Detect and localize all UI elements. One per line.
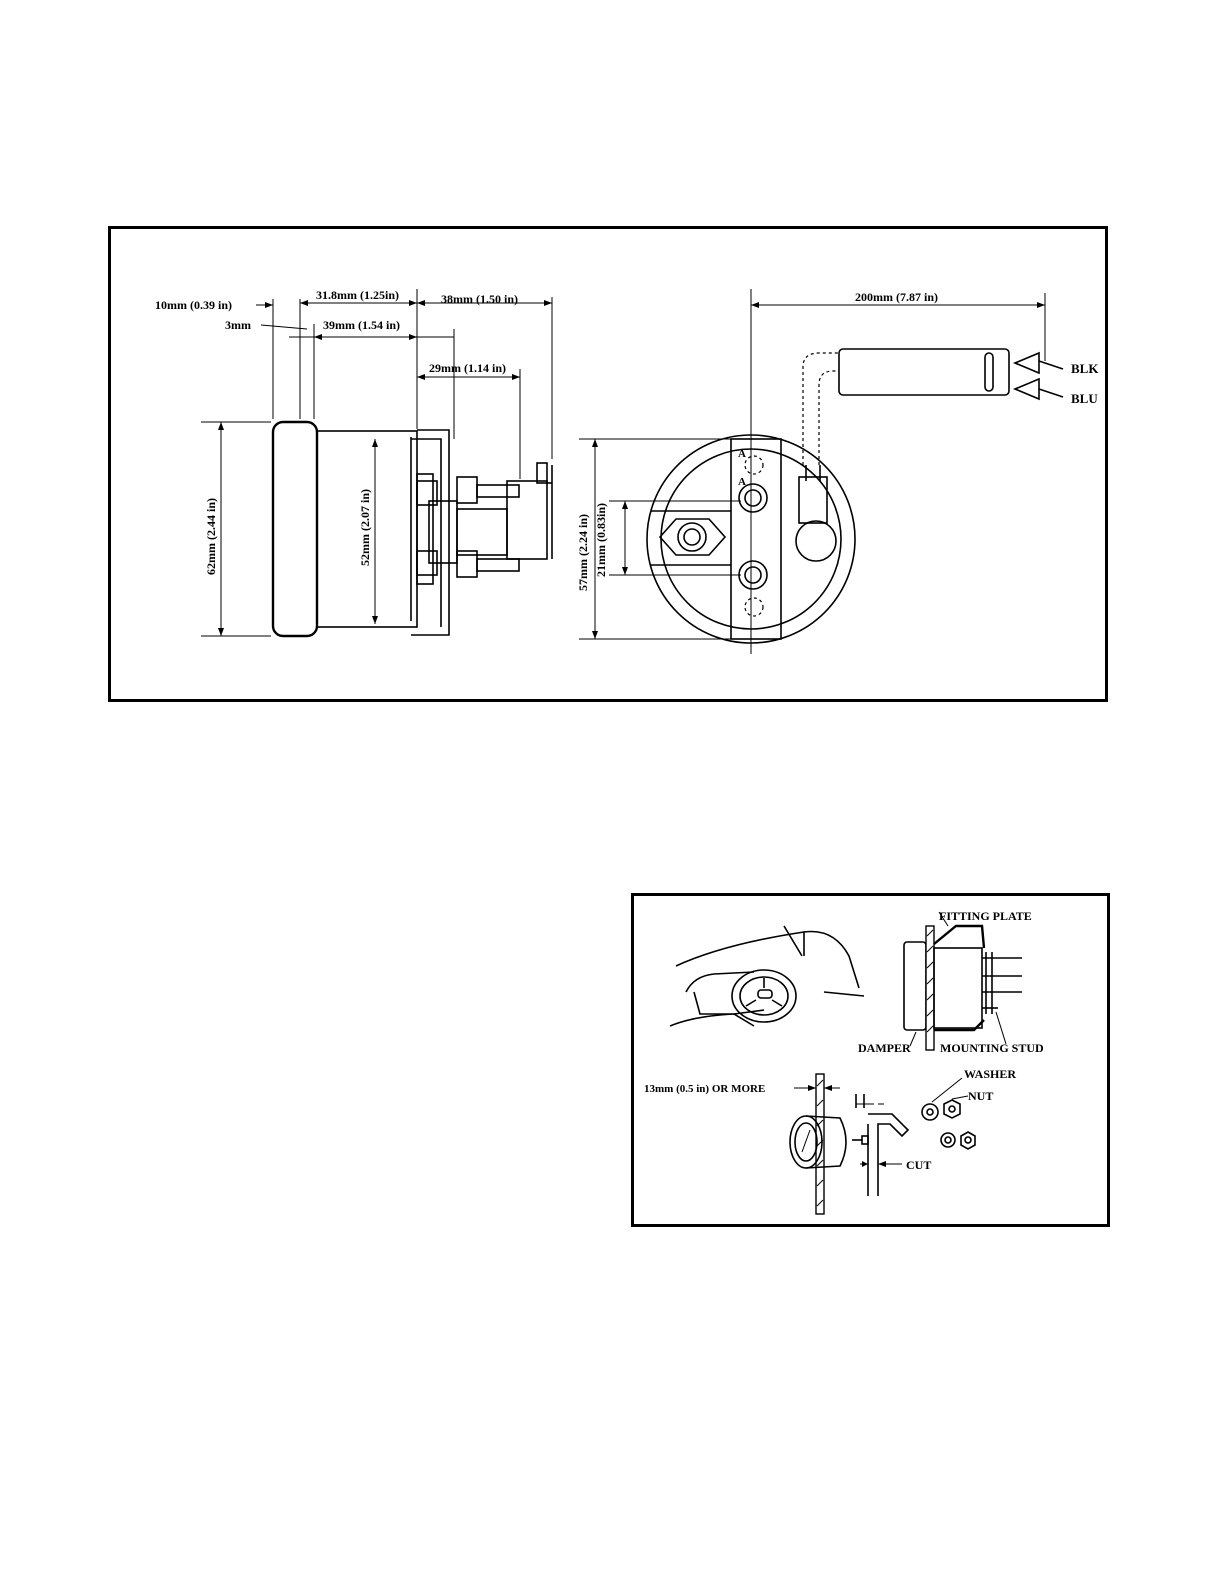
dim-3mm-label: 3mm xyxy=(225,318,251,332)
nut-label: NUT xyxy=(968,1089,993,1103)
side-view-dimension-lines xyxy=(201,300,552,636)
cut-label: CUT xyxy=(906,1158,931,1172)
installation-figure: FITTING PLATE DAMPER MOUNTING STUD WASHE… xyxy=(631,893,1110,1227)
dim-29mm-label: 29mm (1.14 in) xyxy=(429,361,506,375)
mounting-cross-section xyxy=(904,912,1022,1050)
wire-black-label: BLK xyxy=(1071,361,1099,376)
dim-10mm-label: 10mm (0.39 in) xyxy=(155,298,232,312)
wire-blue-label: BLU xyxy=(1071,391,1098,406)
damper-label: DAMPER xyxy=(858,1041,911,1055)
dim-200mm-label: 200mm (7.87 in) xyxy=(855,290,938,304)
dim-21mm-label: 21mm (0.83in) xyxy=(594,503,608,577)
gauge-side-view xyxy=(273,289,552,636)
rear-view-dimension-lines xyxy=(579,293,1045,639)
mounting-stud-label: MOUNTING STUD xyxy=(940,1041,1044,1055)
installation-drawing: FITTING PLATE DAMPER MOUNTING STUD WASHE… xyxy=(634,896,1107,1224)
dim-31-8mm-label: 31.8mm (1.25in) xyxy=(316,288,399,302)
installation-dimension-lines xyxy=(794,1085,902,1167)
dimensions-drawing: 10mm (0.39 in) 3mm 31.8mm (1.25in) 38mm … xyxy=(111,229,1105,699)
fitting-plate-label: FITTING PLATE xyxy=(939,909,1032,923)
gauge-insert-sketch xyxy=(790,1074,975,1214)
dim-62mm-label: 62mm (2.44 in) xyxy=(204,498,218,575)
washer-label: WASHER xyxy=(964,1067,1016,1081)
dim-52mm-label: 52mm (2.07 in) xyxy=(358,489,372,566)
dim-57mm-label: 57mm (2.24 in) xyxy=(576,514,590,591)
dimensions-figure: 10mm (0.39 in) 3mm 31.8mm (1.25in) 38mm … xyxy=(108,226,1108,702)
panel-thickness-label: 13mm (0.5 in) OR MORE xyxy=(644,1083,765,1095)
dim-38mm-label: 38mm (1.50 in) xyxy=(441,292,518,306)
dashboard-sketch xyxy=(670,926,864,1026)
terminal-a-label-1: A xyxy=(738,448,746,460)
gauge-rear-view xyxy=(647,289,1063,654)
dim-39mm-label: 39mm (1.54 in) xyxy=(323,318,400,332)
terminal-a-label-2: A xyxy=(738,476,746,488)
